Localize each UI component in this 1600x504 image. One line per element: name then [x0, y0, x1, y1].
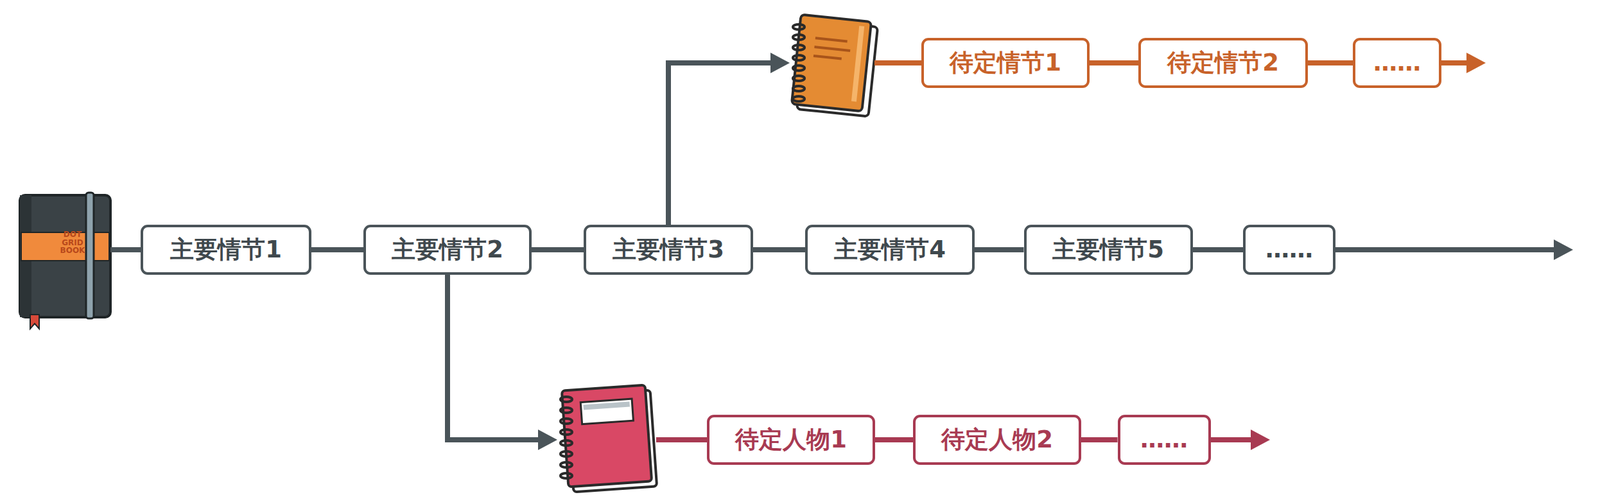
box-label: 主要情节5 — [1052, 236, 1165, 264]
spiral-ring — [792, 24, 805, 30]
connector — [447, 274, 707, 451]
spiral-ring — [560, 429, 573, 435]
connector — [875, 439, 914, 441]
box-label: 待定情节1 — [949, 50, 1062, 77]
connector — [311, 249, 364, 251]
connector-line — [753, 247, 806, 253]
connector — [1089, 62, 1139, 64]
trailing-line — [1335, 247, 1554, 253]
connector — [753, 249, 806, 251]
trailing-line — [1210, 437, 1253, 443]
story-box: …… — [1352, 37, 1442, 88]
cover-text: DOT GRID BOOK — [58, 230, 87, 255]
branch-line — [668, 62, 774, 225]
connector-line — [1081, 437, 1118, 443]
connector — [668, 52, 922, 225]
spiral-ring — [792, 75, 805, 81]
notebook-icon — [560, 385, 657, 493]
story-box: 待定人物2 — [913, 414, 1082, 465]
arrow-head — [770, 52, 790, 74]
box-label: 待定人物2 — [941, 426, 1053, 454]
story-box: 待定情节1 — [921, 37, 1090, 88]
spiral-ring — [560, 473, 573, 479]
spiral-ring — [792, 55, 805, 61]
notebook-icon — [791, 14, 878, 117]
lead-line — [110, 247, 141, 253]
connector-line — [974, 247, 1025, 253]
box-label: 主要情节1 — [170, 236, 282, 264]
spiral-ring — [560, 407, 573, 413]
spiral-ring — [792, 65, 805, 71]
notebook-icon — [19, 192, 111, 329]
layout-lines — [110, 52, 1574, 451]
story-box: 主要情节1 — [140, 224, 312, 275]
box-label: …… — [1373, 50, 1421, 77]
spiral-ring — [560, 451, 573, 457]
story-box: 主要情节4 — [805, 224, 975, 275]
arrow-head — [1250, 429, 1270, 451]
spiral-ring — [560, 396, 573, 402]
connector — [1081, 439, 1118, 441]
trailing-line — [1441, 60, 1468, 66]
connector — [1192, 249, 1244, 251]
spiral-ring — [792, 34, 805, 40]
story-box: 主要情节3 — [583, 224, 754, 275]
box-label: …… — [1265, 236, 1314, 264]
branch-line — [874, 60, 922, 66]
connector-line — [1192, 247, 1244, 253]
story-box: 主要情节5 — [1024, 224, 1193, 275]
box-label: 主要情节3 — [612, 236, 725, 264]
spiral-ring — [792, 96, 805, 102]
arrow-head — [1466, 52, 1486, 74]
spiral-ring — [560, 440, 573, 446]
box-label: …… — [1140, 426, 1188, 454]
connector-line — [531, 247, 584, 253]
box-label: 待定人物1 — [735, 426, 847, 454]
box-label: 主要情节2 — [391, 236, 504, 264]
connector-line — [875, 437, 914, 443]
connector-line — [311, 247, 364, 253]
branch-line — [656, 437, 707, 443]
arrow-head — [538, 429, 558, 451]
spiral-ring — [792, 86, 805, 92]
connector — [531, 249, 584, 251]
connector — [974, 249, 1025, 251]
connector — [1307, 62, 1353, 64]
story-box: …… — [1243, 224, 1336, 275]
branch-line — [447, 274, 541, 440]
box-label: 主要情节4 — [834, 236, 946, 264]
story-box: 待定情节2 — [1138, 37, 1308, 88]
box-label: 待定情节2 — [1167, 50, 1279, 77]
arrow-head — [1553, 239, 1574, 261]
connector-line — [1307, 60, 1353, 66]
spiral-ring — [792, 44, 805, 51]
story-box: 主要情节2 — [363, 224, 532, 275]
story-box: 待定人物1 — [706, 414, 876, 465]
spiral-ring — [560, 418, 573, 424]
connector-line — [1089, 60, 1139, 66]
spiral-ring — [560, 462, 573, 468]
story-box: …… — [1117, 414, 1211, 465]
